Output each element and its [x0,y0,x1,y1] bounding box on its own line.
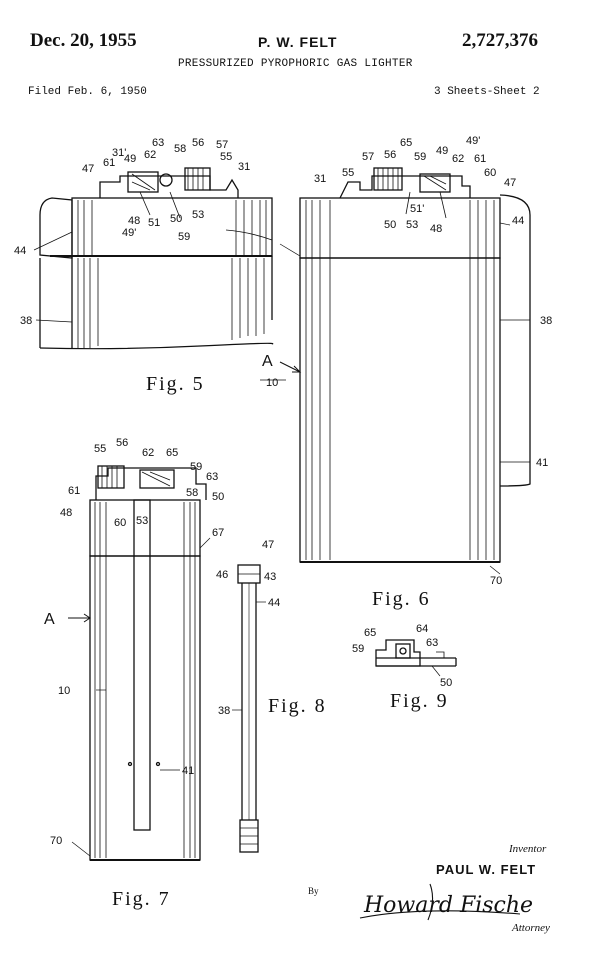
ref-label: 59 [414,151,426,163]
ref-label: 10 [266,377,278,389]
ref-label: 56 [384,149,396,161]
ref-label: 44 [14,245,26,257]
inventor-full-name: PAUL W. FELT [436,862,536,877]
fig-8-labels: 47 46 43 44 38 [216,539,280,717]
ref-label: 63 [152,137,164,149]
ref-label-A: A [44,611,55,628]
ref-label: 53 [406,219,418,231]
ref-label: 53 [192,209,204,221]
signature-text: Howard Fische [363,893,533,918]
ref-label: 55 [342,167,354,179]
ref-label: 56 [192,137,204,149]
ref-label: 44 [512,215,524,227]
ref-label: 41 [182,765,194,777]
ref-label: 38 [20,315,32,327]
leader-lines [34,223,530,856]
ref-label: 48 [128,215,140,227]
ref-label-A: A [262,353,273,370]
fig-6-caption: Fig. 6 [372,588,431,610]
ref-label: 63 [206,471,218,483]
ref-label: 58 [174,143,186,155]
ref-label: 43 [264,571,276,583]
ref-label: 49 [436,145,448,157]
ref-label: 51' [410,203,424,215]
ref-label: 65 [166,447,178,459]
ref-label: 31 [314,173,326,185]
ref-label: 49' [466,135,480,147]
ref-label: 60 [114,517,126,529]
ref-label: 61 [474,153,486,165]
ref-label: 64 [416,623,428,635]
ref-label: 59 [178,231,190,243]
ref-label: 59 [190,461,202,473]
ref-label: 59 [352,643,364,655]
ref-label: 50 [384,219,396,231]
ref-label: 48 [60,507,72,519]
ref-label: 48 [430,223,442,235]
fig-7-caption: Fig. 7 [112,888,171,910]
ref-label: 55 [220,151,232,163]
ref-label: 47 [82,163,94,175]
ref-label: 31 [238,161,250,173]
ref-label: 47 [504,177,516,189]
ref-label: 61 [68,485,80,497]
inventor-label: Inventor [509,843,546,855]
ref-label: 70 [490,575,502,587]
ref-label: 63 [426,637,438,649]
ref-label: 62 [452,153,464,165]
ref-label: 57 [362,151,374,163]
ref-label: 62 [142,447,154,459]
figure-8-drawing [238,565,260,852]
ref-label: 60 [484,167,496,179]
ref-label: 55 [94,443,106,455]
ref-label: 49' [122,227,136,239]
fig-9-caption: Fig. 9 [390,690,449,712]
fig-5-labels: 31' 63 56 57 47 61 49 62 58 55 31 44 48 … [14,137,278,389]
fig-5-caption: Fig. 5 [146,373,205,395]
ref-label: 50 [212,491,224,503]
figure-5-drawing [40,168,273,349]
ref-label: 65 [364,627,376,639]
ref-label: 57 [216,139,228,151]
ref-label: 38 [540,315,552,327]
ref-label: 49 [124,153,136,165]
ref-label: 67 [212,527,224,539]
ref-label: 61 [103,157,115,169]
attorney-label: Attorney [512,922,550,934]
ref-label: 44 [268,597,280,609]
ref-label: 53 [136,515,148,527]
ref-label: 50 [170,213,182,225]
fig-9-labels: 65 64 59 63 50 [352,623,452,689]
ref-label: 56 [116,437,128,449]
attorney-signature: Howard Fische [360,884,533,920]
ref-label: 70 [50,835,62,847]
ref-label: 10 [58,685,70,697]
ref-label: 51 [148,217,160,229]
ref-label: 62 [144,149,156,161]
by-label: By [308,886,319,896]
ref-label: 50 [440,677,452,689]
fig-8-caption: Fig. 8 [268,695,327,717]
ref-label: 38 [218,705,230,717]
ref-label: 46 [216,569,228,581]
fig-6-labels: 65 49' 57 56 59 49 62 61 55 60 31 47 44 … [314,135,552,587]
ref-label: 41 [536,457,548,469]
ref-label: 65 [400,137,412,149]
ref-label: 58 [186,487,198,499]
ref-label: 47 [262,539,274,551]
figure-9-drawing [376,640,456,666]
